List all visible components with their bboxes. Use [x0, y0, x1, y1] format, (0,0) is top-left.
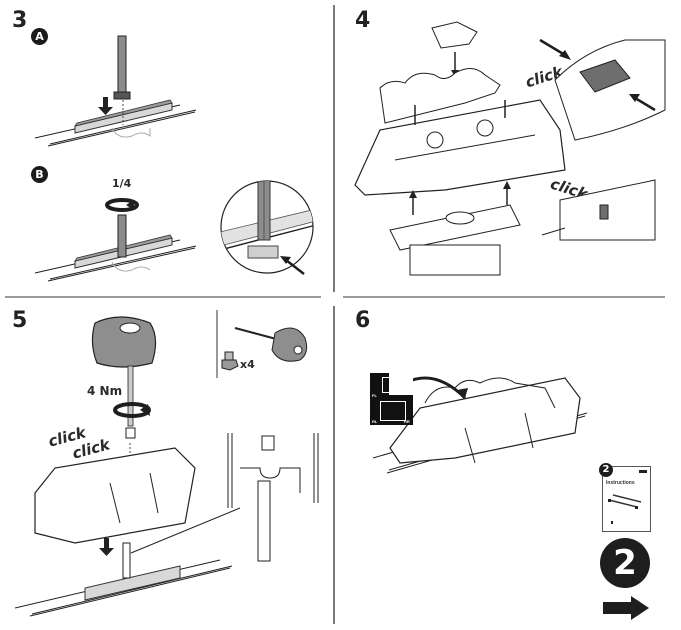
step-5-panel: 5 4 Nm click click x4 [0, 298, 333, 630]
booklet-logo [639, 470, 647, 473]
step-6-panel: 6 FL RL RR 2 Instructions 2 [335, 298, 681, 630]
rotation-label: 1/4 [112, 177, 132, 190]
rod-detail [227, 433, 319, 562]
rotate-clockwise-icon [105, 198, 139, 212]
nut-icon [221, 351, 239, 371]
detail-magnifier-circle [220, 180, 314, 275]
step-3-number: 3 [12, 8, 28, 33]
pointer-arrow-icon [280, 256, 305, 275]
parts-quantity-label: x4 [240, 358, 255, 371]
torque-tighten-illustration [14, 310, 319, 617]
rail-turn-illustration-b [34, 198, 197, 282]
car-position-diagram: FL RL RR [370, 373, 413, 425]
rotate-torque-icon [113, 402, 151, 418]
next-arrow-icon[interactable] [603, 596, 653, 620]
step-4-panel: 4 click click [335, 0, 681, 296]
rail-insert-illustration-a [34, 35, 197, 147]
next-step-badge: 2 [600, 538, 650, 588]
down-arrow-icon-2 [99, 538, 114, 556]
panel-divider-vertical-top [333, 5, 335, 292]
step-3-panel: 3 A B 1/4 [0, 0, 333, 296]
step-5-number: 5 [12, 308, 28, 333]
panel-divider-horizontal-right [343, 296, 665, 298]
clip-detail-top [539, 38, 666, 141]
down-arrow-icon [98, 97, 113, 115]
next-booklet-thumbnail[interactable]: 2 Instructions [599, 463, 651, 532]
step-4-number: 4 [355, 8, 371, 33]
roof-bars-icon [608, 494, 642, 524]
tool-knob-inset [271, 327, 308, 362]
foot-assembly-exploded-view [354, 21, 666, 276]
substep-b-badge: B [31, 166, 48, 183]
position-fl-label: FL [372, 393, 377, 398]
torque-label: 4 Nm [87, 384, 123, 398]
booklet-title: Instructions [606, 480, 635, 486]
position-rl-label: RL [372, 419, 378, 424]
booklet-number-badge: 2 [599, 463, 613, 477]
position-rr-label: RR [404, 419, 410, 424]
step-6-number: 6 [355, 308, 371, 333]
panel-divider-vertical-bottom [333, 306, 335, 624]
clip-detail-bottom [541, 179, 656, 241]
substep-a-badge: A [31, 28, 48, 45]
panel-divider-horizontal [5, 296, 321, 298]
